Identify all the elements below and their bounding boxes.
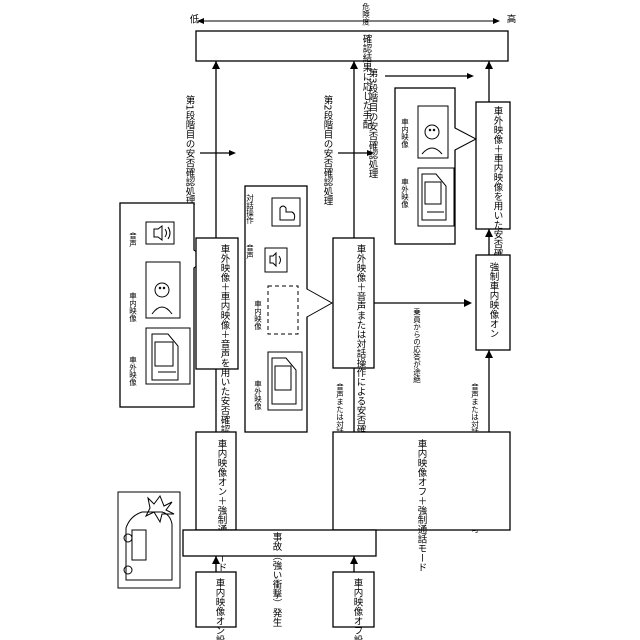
stage2-check-label: 車外映像＋音声または対話操作による安否確認 xyxy=(355,243,367,444)
stage1-check-box xyxy=(196,238,238,369)
stage2-audio-label: 音声 xyxy=(245,243,254,260)
stage3-label: 第3段階目の安否確認処理 xyxy=(367,67,379,178)
no-response-label: 乗員からの応答が途絶 xyxy=(412,307,421,384)
stage1-label: 第1段階目の安否確認処理 xyxy=(184,94,196,205)
stage1-audio-label: 音声 xyxy=(128,231,137,249)
stage2-check-box xyxy=(333,238,374,368)
stage1-interior-label: 車内映像 xyxy=(128,291,137,323)
stage1-exterior-label: 車外映像 xyxy=(128,355,137,387)
stage2-exterior-label: 車外映像 xyxy=(253,379,262,411)
final-arrangement-bar xyxy=(196,31,508,61)
interior-on-setting-label: 車内映像オン設定 xyxy=(214,577,226,640)
risk-high-label: 高 xyxy=(505,13,517,24)
stage3-media-panel xyxy=(395,88,455,244)
stage2-interior-label: 車内映像 xyxy=(253,299,262,331)
stage3-exterior-label: 車外映像 xyxy=(400,177,409,209)
risk-low-label: 低 xyxy=(188,13,200,24)
stage2-interactive-label: 対話操作 xyxy=(245,193,254,226)
risk-axis-label: 危険度 xyxy=(361,2,370,27)
stage3-interior-label: 車内映像 xyxy=(400,117,409,149)
crashed-car-icon xyxy=(118,492,180,588)
forced-interior-on-label: 強制車内映像オン xyxy=(488,261,500,338)
risk-scale-arrow xyxy=(197,18,500,24)
stage1-check-label: 車外映像＋車内映像＋音声を用いた安否確認 xyxy=(219,243,231,435)
stage2-label: 第2段階目の安否確認処理 xyxy=(322,94,334,205)
interior-off-setting-label: 車内映像オフ設定 xyxy=(352,577,364,640)
stage3-check-label: 車外映像＋車内映像を用いた安否確認 xyxy=(492,105,504,268)
accident-event-label: 事故（強い衝撃）発生 xyxy=(271,531,283,627)
interior-off-mode-label: 車内映像オフ＋強制通話モード xyxy=(416,438,428,572)
